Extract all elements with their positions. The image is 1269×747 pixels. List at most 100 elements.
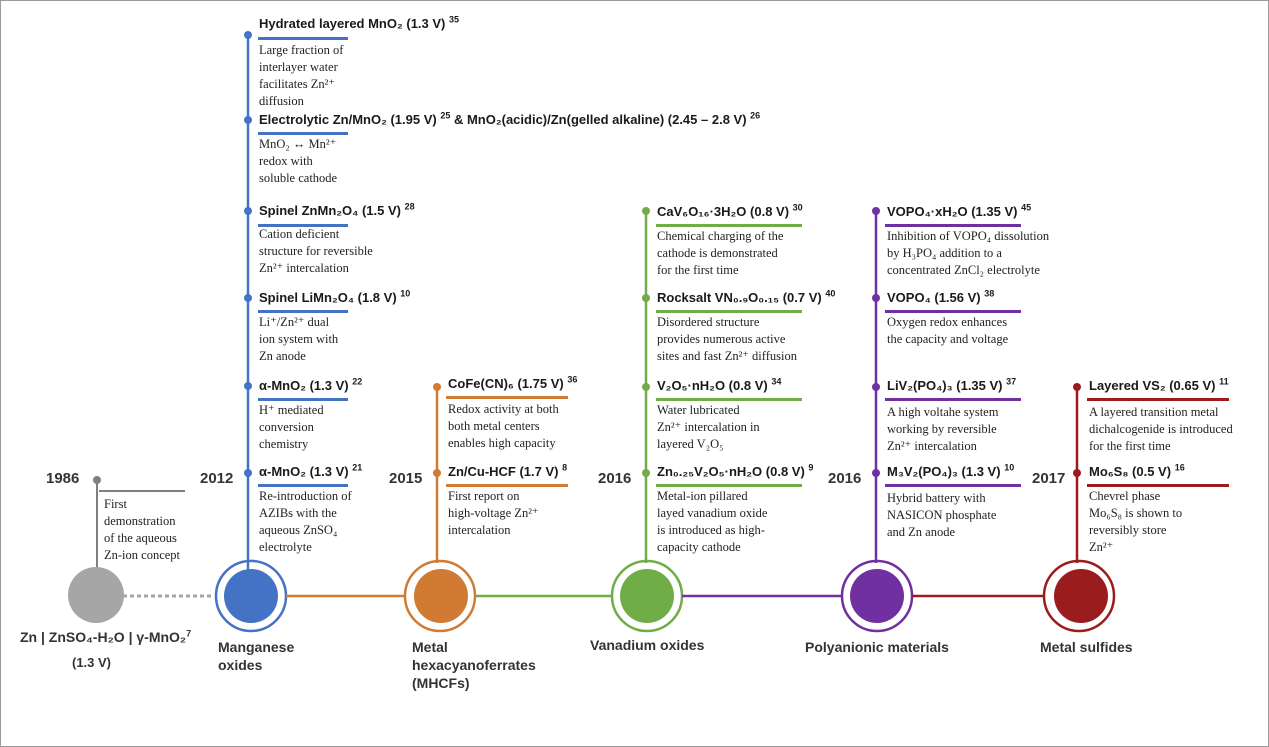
desc-first-demo: First demonstration of the aqueous Zn-io… xyxy=(104,496,180,564)
dot-p4 xyxy=(872,469,880,477)
dot-mn2 xyxy=(244,116,252,124)
dot-v4 xyxy=(642,469,650,477)
event-title-hcf1: CoFe(CN)₆ (1.75 V) 36 xyxy=(448,375,577,391)
dot-p1 xyxy=(872,207,880,215)
desc-v4: Metal-ion pillared layed vanadium oxide … xyxy=(657,488,767,556)
desc-line: Mo₆S₈ is shown to xyxy=(1089,506,1183,520)
desc-line: First report on xyxy=(448,489,520,503)
ref-number: 21 xyxy=(352,462,363,473)
year-2016-polyanion: 2016 xyxy=(828,470,862,487)
dot-v1 xyxy=(642,207,650,215)
desc-line: Re-introduction of xyxy=(259,489,352,503)
event-title-p4: M₃V₂(PO₄)₃ (1.3 V) 10 xyxy=(887,462,1015,479)
event-title-mn6: α-MnO₂ (1.3 V) 21 xyxy=(259,462,363,479)
title-text: CoFe(CN)₆ (1.75 V) xyxy=(448,376,564,391)
desc-line: structure for reversible xyxy=(259,244,373,258)
event-title-p3: LiV₂(PO₄)₃ (1.35 V) 37 xyxy=(887,377,1016,393)
node-circle-zn-system xyxy=(68,567,124,623)
desc-line: capacity cathode xyxy=(657,540,741,554)
event-title-hcf2: Zn/Cu-HCF (1.7 V) 8 xyxy=(448,463,567,479)
ref-number: 25 xyxy=(440,110,451,121)
underline-mn4 xyxy=(258,310,348,313)
desc-s1: A layered transition metal dichalcogenid… xyxy=(1089,404,1233,455)
label-polyanion: Polyanionic materials xyxy=(805,639,949,655)
desc-line: Disordered structure xyxy=(657,315,760,329)
desc-line: is introduced as high- xyxy=(657,523,765,537)
underline-p2 xyxy=(885,310,1021,313)
dot-v3 xyxy=(642,383,650,391)
title-text: VOPO₄ (1.56 V) xyxy=(887,290,981,305)
desc-line: Large fraction of xyxy=(259,43,344,57)
title-text: V₂O₅·nH₂O (0.8 V) xyxy=(657,378,768,393)
desc-v3: Water lubricated Zn²⁺ intercalation in l… xyxy=(657,402,760,453)
title-text: Rocksalt VN₀.₉O₀.₁₅ (0.7 V) xyxy=(657,290,822,305)
node-circle-manganese xyxy=(224,569,278,623)
desc-line: electrolyte xyxy=(259,540,312,554)
desc-line: high-voltage Zn²⁺ xyxy=(448,506,539,520)
title-text: Layered VS₂ (0.65 V) xyxy=(1089,378,1216,393)
desc-line: the capacity and voltage xyxy=(887,332,1009,346)
desc-line: by H₃PO₄ addition to a xyxy=(887,246,1002,260)
desc-line: facilitates Zn²⁺ xyxy=(259,77,335,91)
underline-hcf2 xyxy=(446,484,568,487)
desc-mn1: Large fraction of interlayer water facil… xyxy=(259,42,343,110)
zn-system-ref: 7 xyxy=(186,628,192,639)
event-title-mn4: Spinel LiMn₂O₄ (1.8 V) 10 xyxy=(259,289,410,305)
title-text: Mo₆S₈ (0.5 V) xyxy=(1089,464,1172,479)
title-text: Zn/Cu-HCF (1.7 V) xyxy=(448,464,559,479)
desc-line: Zn²⁺ intercalation xyxy=(887,439,977,453)
underline-v1 xyxy=(656,224,802,227)
event-title-v1: CaV₆O₁₆·3H₂O (0.8 V) 30 xyxy=(657,202,803,219)
event-title-v3: V₂O₅·nH₂O (0.8 V) 34 xyxy=(657,376,782,393)
event-title-v2: Rocksalt VN₀.₉O₀.₁₅ (0.7 V) 40 xyxy=(657,289,835,305)
underline-mn3 xyxy=(258,224,348,227)
desc-line: interlayer water xyxy=(259,60,338,74)
desc-line: soluble cathode xyxy=(259,171,338,185)
desc-line: working by reversible xyxy=(887,422,997,436)
desc-line: Cation deficient xyxy=(259,227,340,241)
desc-line: and Zn anode xyxy=(887,525,956,539)
desc-line: ion system with xyxy=(259,332,339,346)
desc-line: reversibly store xyxy=(1089,523,1167,537)
title-text: Spinel LiMn₂O₄ (1.8 V) xyxy=(259,290,397,305)
desc-p2: Oxygen redox enhances the capacity and v… xyxy=(887,314,1008,348)
desc-line: for the first time xyxy=(657,263,739,277)
desc-line: Metal-ion pillared xyxy=(657,489,748,503)
desc-v1: Chemical charging of the cathode is demo… xyxy=(657,228,783,279)
ref-number: 10 xyxy=(1004,462,1015,473)
underline-mn1 xyxy=(258,37,348,40)
event-title-mn3: Spinel ZnMn₂O₄ (1.5 V) 28 xyxy=(259,202,415,218)
desc-line: concentrated ZnCl₂ electrolyte xyxy=(887,263,1040,277)
dot-mn5 xyxy=(244,382,252,390)
desc-s2: Chevrel phase Mo₆S₈ is shown to reversib… xyxy=(1089,488,1182,556)
desc-p1: Inhibition of VOPO₄ dissolution by H₃PO₄… xyxy=(887,228,1049,279)
underline-p1 xyxy=(885,224,1021,227)
desc-line: dichalcogenide is introduced xyxy=(1089,422,1233,436)
year-2017: 2017 xyxy=(1032,470,1066,487)
desc-p3: A high voltahe system working by reversi… xyxy=(887,404,998,455)
dot-s2 xyxy=(1073,469,1081,477)
year-1986: 1986 xyxy=(46,470,80,487)
title-text: CaV₆O₁₆·3H₂O (0.8 V) xyxy=(657,204,790,219)
underline-p3 xyxy=(885,398,1021,401)
desc-line: of the aqueous xyxy=(104,531,177,545)
underline-1986 xyxy=(99,490,185,492)
desc-line: chemistry xyxy=(259,437,309,451)
underline-mn5 xyxy=(258,398,348,401)
desc-hcf2: First report on high-voltage Zn²⁺ interc… xyxy=(448,488,539,539)
ref-number: 34 xyxy=(771,376,782,387)
desc-line: H⁺ mediated xyxy=(259,403,324,417)
title-text: LiV₂(PO₄)₃ (1.35 V) xyxy=(887,378,1003,393)
underline-s1 xyxy=(1087,398,1229,401)
ref-number: 45 xyxy=(1021,202,1032,213)
title-text-b: & MnO₂(acidic)/Zn(gelled alkaline) (2.45… xyxy=(450,112,751,127)
desc-line: Zn anode xyxy=(259,349,306,363)
underline-mn2 xyxy=(258,132,348,135)
ref-number: 30 xyxy=(792,202,803,213)
event-title-mn1: Hydrated layered MnO₂ (1.3 V) 35 xyxy=(259,15,459,31)
desc-line: cathode is demonstrated xyxy=(657,246,778,260)
event-title-s2: Mo₆S₈ (0.5 V) 16 xyxy=(1089,463,1185,479)
dot-mn1 xyxy=(244,31,252,39)
cat-line: hexacyanoferrates xyxy=(412,657,536,673)
